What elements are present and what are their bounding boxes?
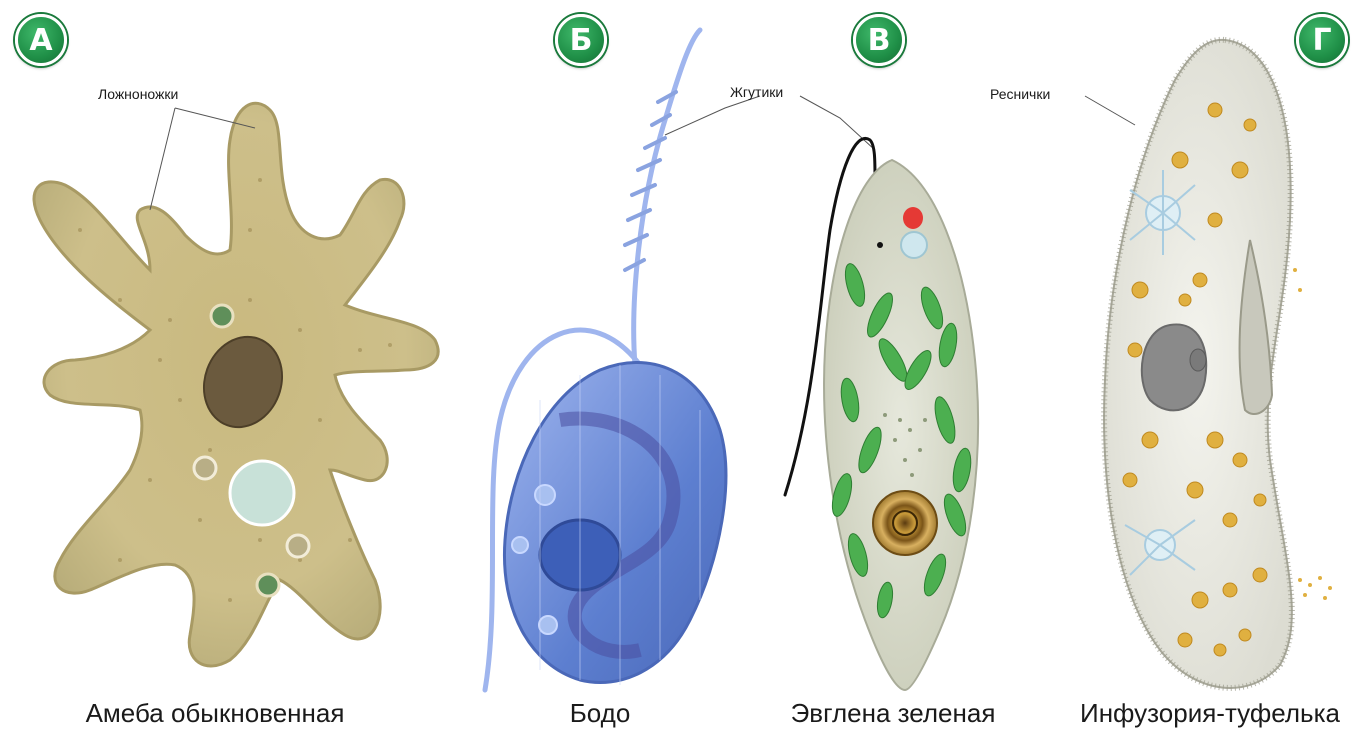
- paramecium-micronucleus: [1190, 349, 1206, 371]
- amoeba-food-vacuole: [287, 535, 309, 557]
- flagella-label: Жгутики: [730, 84, 783, 100]
- euglena-illustration: [665, 96, 978, 690]
- panel-v-badge: В: [853, 14, 905, 66]
- flagella-callout-lines: [665, 96, 875, 150]
- euglena-contractile-vacuole: [901, 232, 927, 258]
- bodo-vacuole: [539, 616, 557, 634]
- pseudopodia-label: Ложноножки: [98, 86, 178, 102]
- panel-a-badge: А: [15, 14, 67, 66]
- panel-b-badge: Б: [555, 14, 607, 66]
- paramecium-illustration: [1085, 40, 1332, 688]
- amoeba-food-vacuole: [211, 305, 233, 327]
- bodo-vacuole: [535, 485, 555, 505]
- amoeba-food-vacuole: [257, 574, 279, 596]
- euglena-paramylon-body: [873, 491, 937, 555]
- bodo-illustration: [485, 30, 726, 690]
- euglena-eyespot: [903, 207, 923, 229]
- amoeba-food-vacuole: [194, 457, 216, 479]
- bodo-body: [504, 363, 725, 683]
- amoeba-contractile-vacuole: [230, 461, 294, 525]
- amoeba-caption: Амеба обыкновенная: [86, 698, 345, 729]
- cilia-label: Реснички: [990, 86, 1050, 102]
- cilia-callout-lines: [1085, 96, 1135, 125]
- euglena-caption: Эвглена зеленая: [791, 698, 996, 729]
- euglena-basal-body: [877, 242, 883, 248]
- bodo-vacuole: [512, 537, 528, 553]
- bodo-flagellum-anterior: [634, 30, 700, 365]
- paramecium-caption: Инфузория-туфелька: [1080, 698, 1340, 729]
- panel-g-badge: Г: [1296, 14, 1348, 66]
- amoeba-illustration: [34, 103, 438, 666]
- paramecium-expelled-particles: [1293, 268, 1332, 600]
- bodo-caption: Бодо: [570, 698, 631, 729]
- euglena-body: [824, 160, 978, 690]
